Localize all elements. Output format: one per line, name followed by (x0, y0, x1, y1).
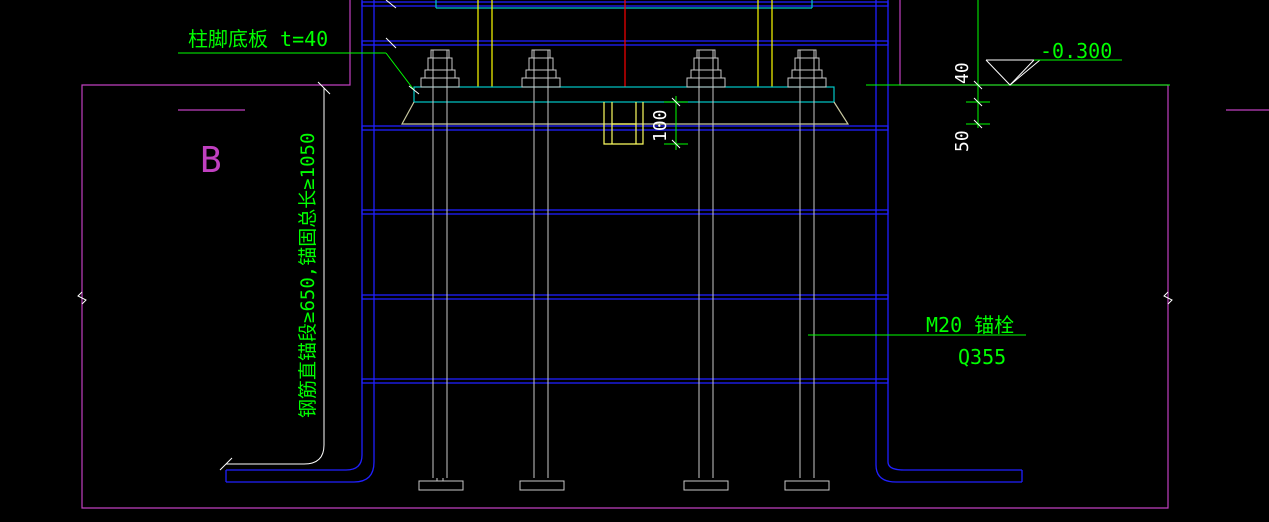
anchor-bolt (519, 49, 565, 491)
elevation-label: -0.300 (1040, 39, 1112, 63)
base-plate-label: 柱脚底板 t=40 (188, 27, 328, 51)
concrete-outline (81, 0, 1269, 509)
steel-column (435, 0, 813, 87)
break-marks (77, 291, 1173, 305)
dim-top-label: 40 (952, 62, 973, 84)
elevation-mark (866, 59, 1170, 86)
dim-shear-key-label: 100 (650, 109, 671, 142)
anchor-bolt (418, 49, 464, 491)
anchor-bolt (784, 49, 830, 491)
base-plate (400, 86, 850, 125)
axis-label: B (200, 140, 222, 181)
vertical-rebar (225, 0, 1023, 483)
shear-key-dimension (664, 96, 688, 150)
bolt-label: M20 锚栓 (926, 313, 1014, 337)
vertical-dimension (966, 0, 990, 129)
tick-mark (385, 0, 397, 49)
anchor-bolts (418, 49, 830, 491)
rebar-note: 钢筋直锚段≥650,锚固总长≥1050 (297, 133, 319, 418)
anchor-bolt (683, 49, 729, 491)
base-plate-leader (178, 52, 420, 95)
dim-bottom-label: 50 (952, 130, 973, 152)
rebar-note-leader (219, 81, 331, 471)
bolt-grade: Q355 (958, 345, 1006, 369)
shear-key (603, 102, 644, 145)
